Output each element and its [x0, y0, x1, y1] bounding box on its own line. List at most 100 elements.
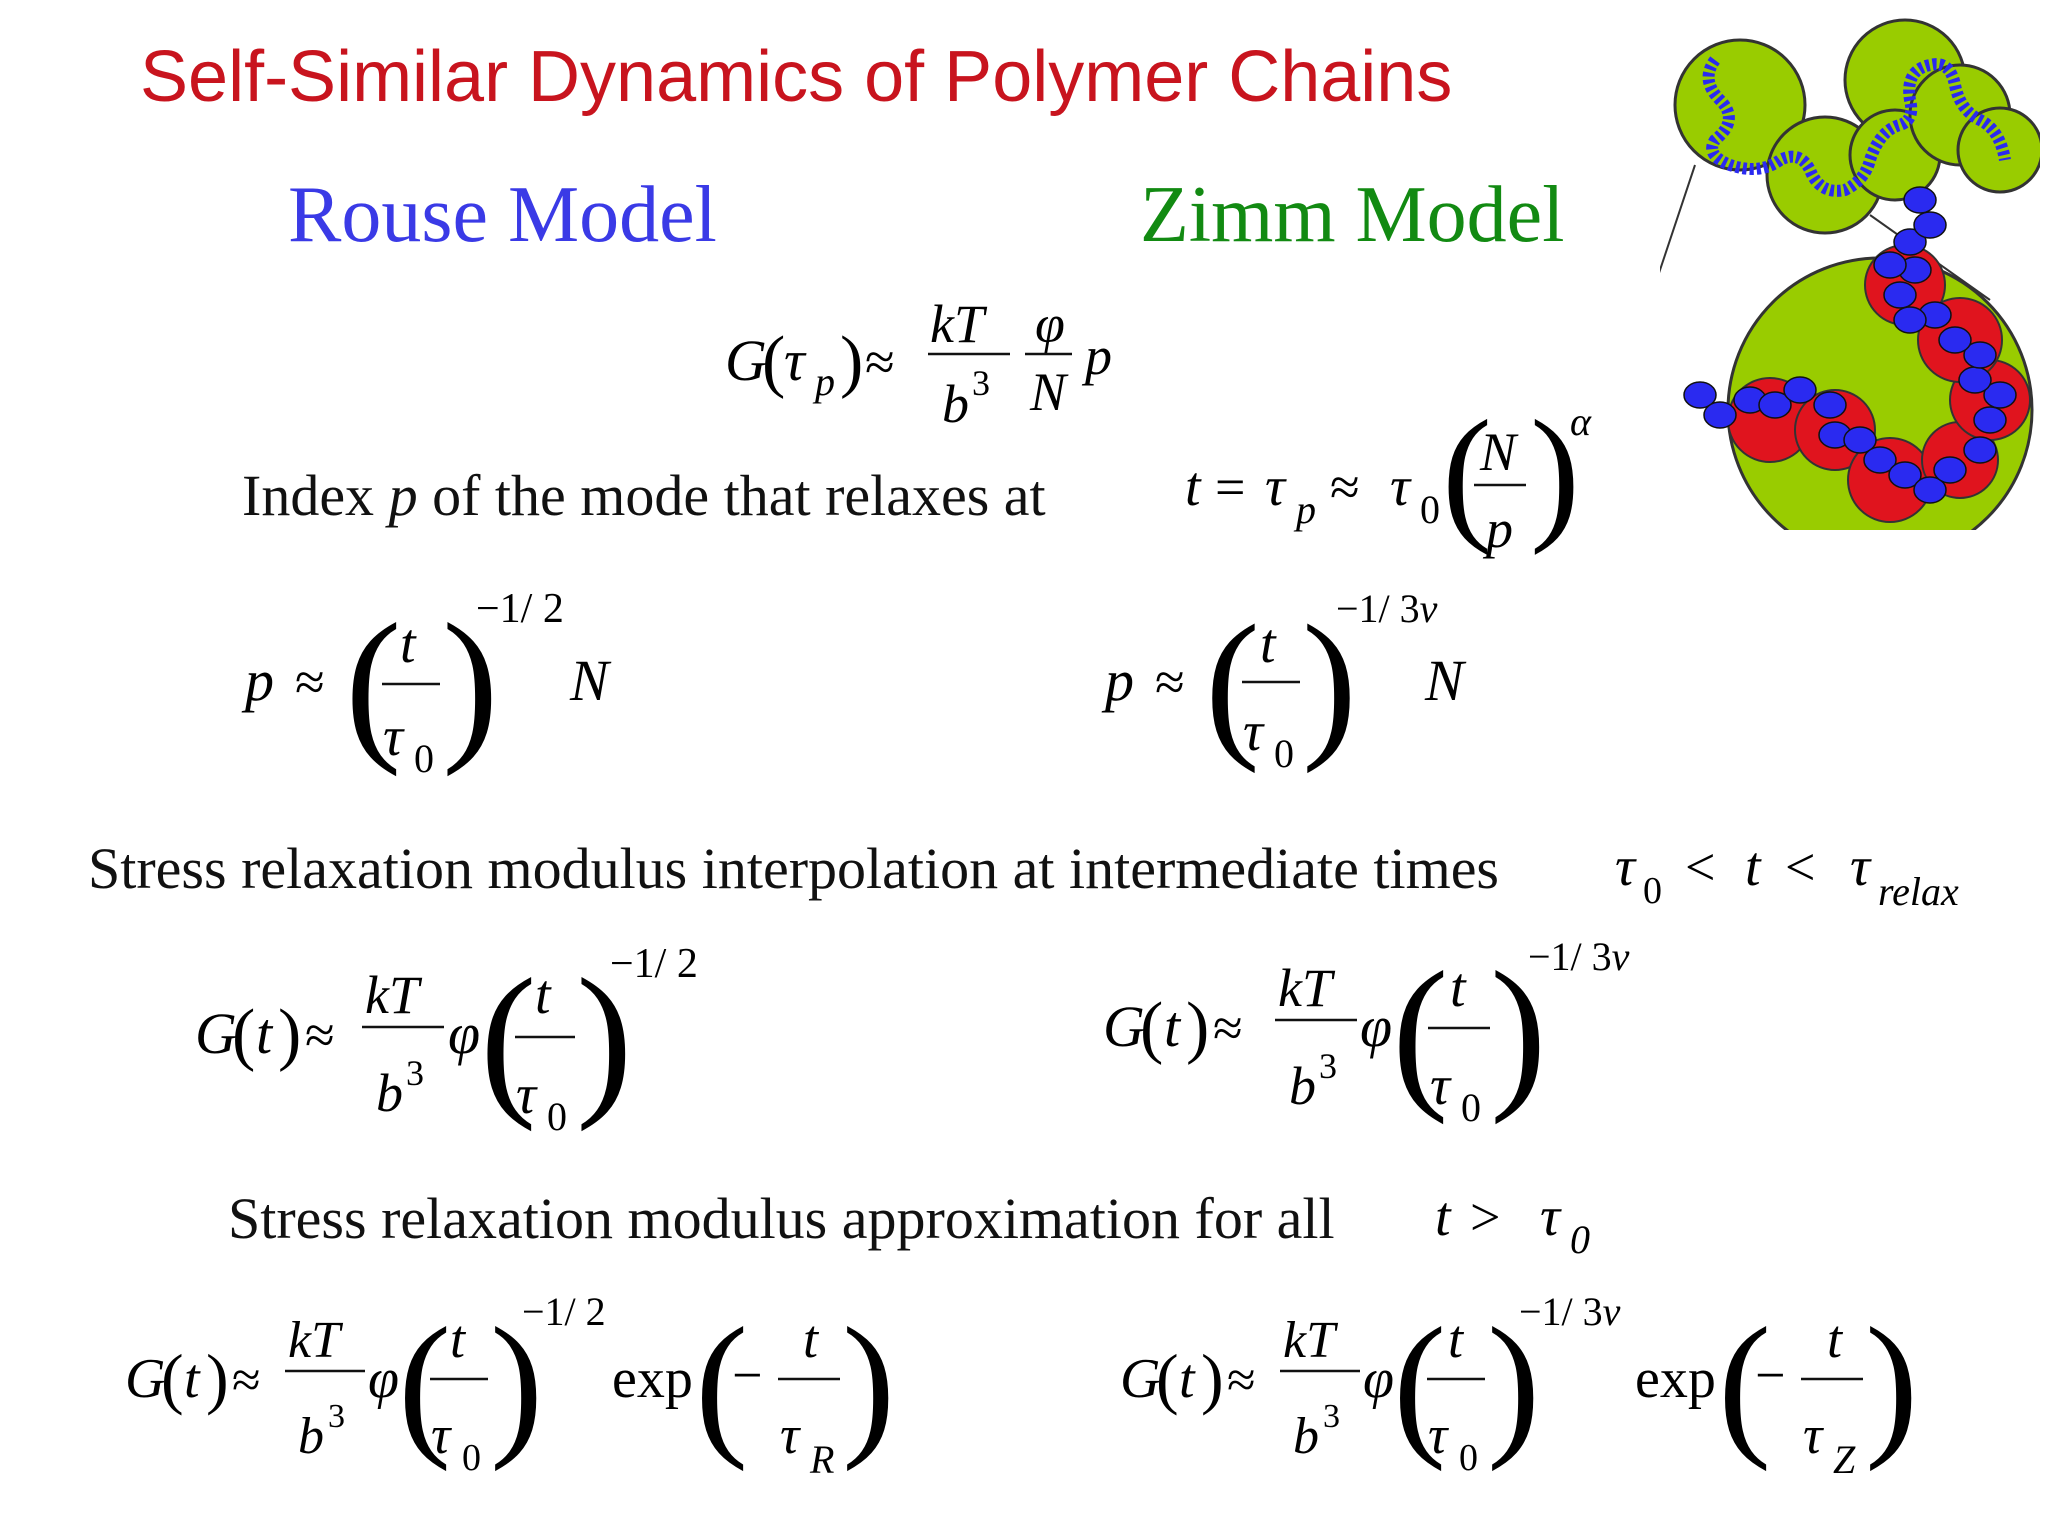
- svg-text:τ: τ: [383, 706, 405, 768]
- index-line-var: p: [388, 463, 418, 528]
- svg-text:τ: τ: [1430, 1055, 1452, 1117]
- svg-text:): ): [1201, 1340, 1224, 1416]
- rouse-heading: Rouse Model: [288, 171, 717, 259]
- svg-text:3: 3: [1319, 1046, 1337, 1086]
- svg-text:0: 0: [414, 736, 434, 781]
- svg-text:0: 0: [1274, 731, 1294, 776]
- svg-text:τ: τ: [1390, 456, 1412, 518]
- svg-text:τ: τ: [431, 1405, 452, 1465]
- svg-text:≈: ≈: [865, 332, 895, 392]
- svg-text:t: t: [1450, 957, 1467, 1019]
- svg-text:−1/ 2: −1/ 2: [476, 590, 564, 632]
- svg-text:3: 3: [328, 1398, 345, 1435]
- svg-text:t: t: [1435, 1186, 1452, 1248]
- svg-text:0: 0: [462, 1437, 481, 1479]
- svg-text:τ: τ: [1428, 1405, 1449, 1465]
- svg-text:): ): [206, 1340, 229, 1416]
- svg-text:N: N: [1479, 422, 1519, 482]
- svg-text:): ): [278, 996, 301, 1073]
- svg-text:τ: τ: [784, 328, 807, 393]
- svg-text:t: t: [803, 1309, 820, 1369]
- svg-text:(: (: [232, 996, 255, 1073]
- equation-tau-p: t = τ p ≈ τ 0 ( N p ) α: [1185, 405, 1592, 559]
- svg-text:t: t: [1745, 836, 1762, 898]
- svg-text:≈: ≈: [232, 1352, 261, 1409]
- equation-rouse-p: p ≈ ( t τ 0 ) −1/ 2 N: [241, 590, 612, 781]
- equation-interp-range: τ 0 < t < τ relax: [1615, 836, 1959, 914]
- svg-text:(: (: [1156, 1340, 1179, 1416]
- svg-text:p: p: [241, 648, 274, 713]
- svg-text:−: −: [732, 1345, 762, 1405]
- svg-text:−: −: [1755, 1345, 1785, 1405]
- svg-text:0: 0: [1570, 1217, 1590, 1262]
- interp-line-text: Stress relaxation modulus interpolation …: [88, 836, 1500, 901]
- approx-line: Stress relaxation modulus approximation …: [228, 1185, 1335, 1252]
- svg-text:G: G: [195, 1001, 237, 1066]
- svg-text:(: (: [398, 1294, 451, 1472]
- svg-text:−1/ 2: −1/ 2: [610, 941, 698, 987]
- svg-text:): ): [842, 1294, 895, 1472]
- svg-text:N: N: [1424, 648, 1467, 713]
- svg-text:0: 0: [1461, 1085, 1481, 1130]
- slide-title: Self-Similar Dynamics of Polymer Chains: [140, 37, 1453, 117]
- svg-text:t: t: [1179, 1348, 1196, 1410]
- chain-beads: [1702, 56, 2011, 197]
- zimm-heading: Zimm Model: [1140, 171, 1565, 259]
- equation-rouse-G-interp: G ( t ) ≈ kT b 3 φ ( t τ 0 ) −1/ 2: [195, 941, 698, 1139]
- svg-text:φ: φ: [1360, 994, 1392, 1059]
- svg-text:G: G: [725, 328, 767, 393]
- svg-text:3: 3: [972, 363, 990, 403]
- svg-text:<: <: [1785, 837, 1815, 897]
- svg-text:t: t: [1185, 456, 1202, 518]
- svg-text:0: 0: [1420, 487, 1440, 532]
- svg-text:relax: relax: [1878, 869, 1959, 914]
- svg-text:b: b: [1289, 1056, 1316, 1116]
- svg-text:): ): [1487, 1294, 1540, 1472]
- svg-text:): ): [576, 944, 633, 1132]
- svg-text:(: (: [1442, 405, 1492, 556]
- svg-text:t: t: [1827, 1309, 1844, 1369]
- svg-text:=: =: [1215, 457, 1245, 517]
- svg-text:≈: ≈: [305, 1005, 335, 1065]
- svg-text:0: 0: [1459, 1437, 1478, 1479]
- svg-text:τ: τ: [1615, 836, 1637, 898]
- svg-text:3: 3: [1323, 1398, 1340, 1435]
- svg-text:b: b: [1293, 1408, 1319, 1465]
- svg-text:kT: kT: [1278, 958, 1336, 1018]
- svg-text:(: (: [1718, 1294, 1771, 1472]
- svg-text:−1/ 3ν: −1/ 3ν: [1336, 590, 1438, 631]
- svg-text:0: 0: [547, 1094, 567, 1139]
- svg-text:N: N: [1029, 362, 1069, 422]
- svg-text:b: b: [942, 374, 969, 434]
- svg-text:φ: φ: [1035, 294, 1065, 354]
- svg-text:τ: τ: [780, 1405, 801, 1465]
- svg-text:kT: kT: [930, 294, 988, 354]
- svg-text:): ): [1865, 1294, 1915, 1472]
- svg-text:τ: τ: [1243, 701, 1265, 763]
- svg-text:t: t: [535, 964, 552, 1026]
- svg-text:(: (: [1140, 989, 1163, 1066]
- svg-text:G: G: [1120, 1348, 1160, 1410]
- svg-text:p: p: [1482, 499, 1513, 559]
- svg-text:): ): [442, 590, 499, 777]
- approx-line-text: Stress relaxation modulus approximation …: [228, 1186, 1335, 1251]
- equation-zimm-p: p ≈ ( t τ 0 ) −1/ 3ν N: [1101, 590, 1467, 776]
- svg-text:R: R: [809, 1437, 834, 1482]
- interp-line: Stress relaxation modulus interpolation …: [88, 835, 1499, 902]
- svg-text:t: t: [184, 1348, 201, 1410]
- svg-text:exp: exp: [1635, 1348, 1716, 1410]
- svg-text:b: b: [298, 1408, 324, 1465]
- svg-text:kT: kT: [1283, 1312, 1338, 1369]
- index-line: Index p of the mode that relaxes at: [242, 462, 1046, 529]
- svg-text:t: t: [1164, 994, 1182, 1059]
- svg-text:≈: ≈: [1155, 652, 1185, 712]
- svg-text:): ): [1302, 591, 1357, 774]
- svg-text:t: t: [450, 1309, 467, 1369]
- svg-text:φ: φ: [448, 1001, 480, 1066]
- big-beads: [1683, 186, 2017, 504]
- svg-text:≈: ≈: [1227, 1352, 1256, 1409]
- svg-text:−1/ 3ν: −1/ 3ν: [1519, 1289, 1621, 1334]
- polymer-blob-illustration: [1660, 18, 2040, 530]
- svg-text:p: p: [1081, 326, 1112, 386]
- svg-text:t: t: [1260, 613, 1277, 675]
